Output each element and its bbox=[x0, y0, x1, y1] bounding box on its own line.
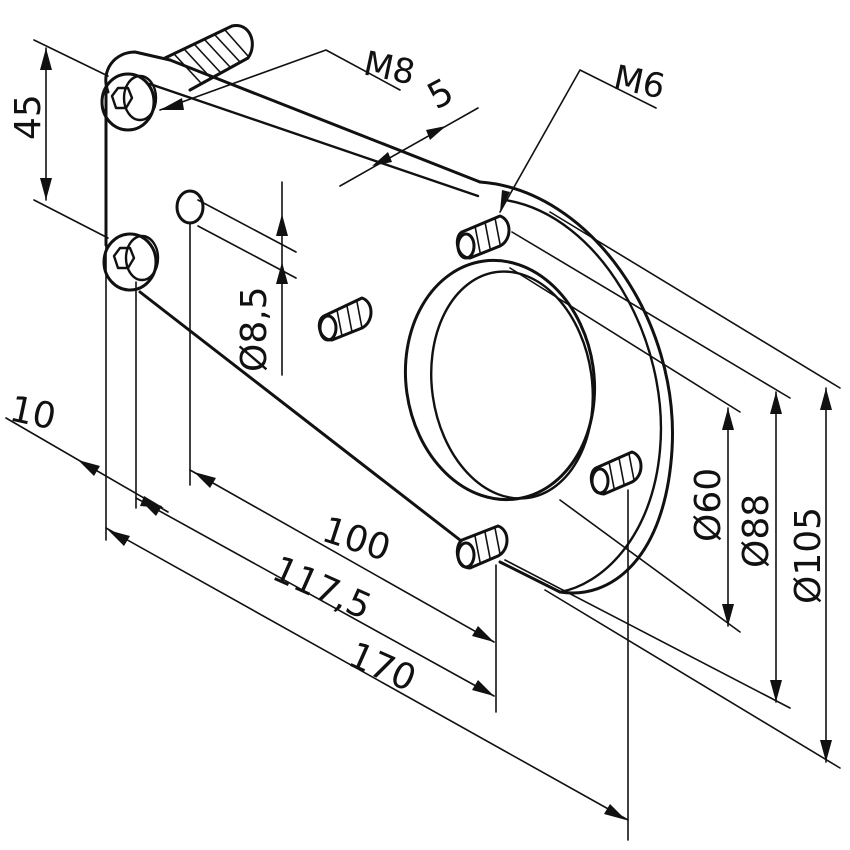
stud-right bbox=[589, 450, 643, 496]
dim-100-label: 100 bbox=[317, 510, 395, 570]
dim-88-label: Ø88 bbox=[736, 494, 777, 568]
lower-bolt bbox=[102, 232, 160, 292]
stud-top bbox=[455, 214, 511, 260]
dim-45-label: 45 bbox=[8, 94, 49, 140]
plate-outline bbox=[104, 50, 674, 595]
arrowheads bbox=[40, 48, 832, 820]
stud-bottom bbox=[455, 524, 509, 570]
m8-label: M8 bbox=[360, 44, 418, 94]
dim-thickness-label: 5 bbox=[421, 71, 460, 118]
dim-170-label: 170 bbox=[342, 635, 421, 700]
dim-105-label: Ø105 bbox=[788, 507, 829, 604]
dim-slot-label: Ø8,5 bbox=[234, 286, 275, 372]
stud-middle bbox=[317, 296, 373, 342]
dim-60-label: Ø60 bbox=[688, 468, 729, 542]
dim-10-label: 10 bbox=[6, 389, 59, 439]
m6-label: M6 bbox=[610, 58, 668, 108]
slot-hole bbox=[175, 189, 205, 486]
central-bore bbox=[403, 258, 597, 502]
m8-bolt bbox=[100, 24, 254, 132]
dimension-lines bbox=[5, 39, 841, 841]
